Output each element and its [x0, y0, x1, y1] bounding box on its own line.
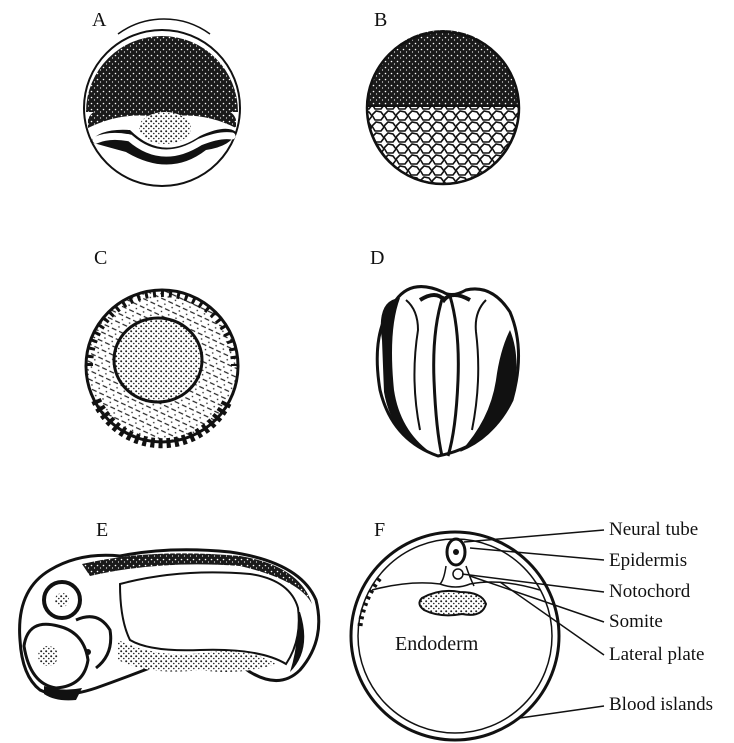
panel-c-letter: C — [94, 248, 107, 268]
panel-f-letter: F — [374, 520, 385, 540]
panel-d-letter: D — [370, 248, 384, 268]
epidermis-label: Epidermis — [609, 551, 687, 571]
panel-e-embryo — [20, 550, 319, 701]
panel-e-letter: E — [96, 520, 108, 540]
panel-a-letter: A — [92, 10, 106, 30]
blood-islands-label: Blood islands — [609, 695, 713, 715]
panel-c-embryo — [86, 282, 238, 444]
somite-label: Somite — [609, 612, 663, 632]
panel-b-embryo — [367, 30, 519, 184]
panel-a-embryo — [84, 19, 240, 186]
lateral-plate-label: Lateral plate — [609, 645, 704, 665]
notochord-label: Notochord — [609, 582, 690, 602]
endoderm-label: Endoderm — [395, 634, 478, 654]
panel-d-embryo — [377, 287, 518, 456]
panel-b-letter: B — [374, 10, 387, 30]
neural-tube-label: Neural tube — [609, 520, 698, 540]
